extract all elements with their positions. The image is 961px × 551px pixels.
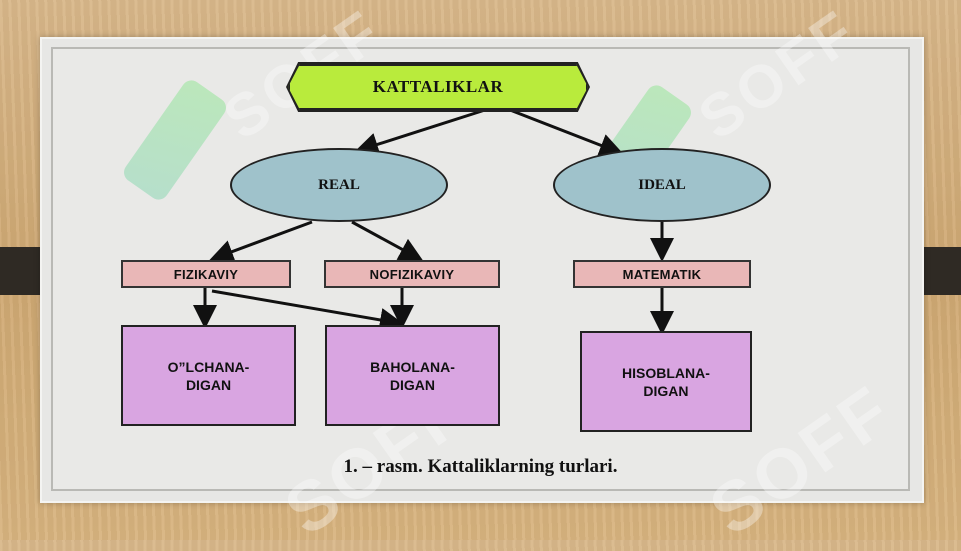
node-real: REAL — [230, 148, 448, 222]
node-fizikaviy: FIZIKAVIY — [121, 260, 291, 288]
node-ideal: IDEAL — [553, 148, 771, 222]
arrow-root-ideal — [509, 108, 624, 157]
arrow-real-fizikaviy — [209, 220, 313, 263]
arrow-fizikaviy-baholanadigan — [211, 289, 404, 332]
arrow-root-real — [354, 108, 486, 156]
node-matematik: MATEMATIK — [573, 260, 751, 288]
root-node-kattaliklar: KATTALIKLAR — [288, 64, 588, 110]
arrow-real-nofizikaviy — [351, 220, 424, 261]
node-hisoblanadigan: HISOBLANA- DIGAN — [580, 331, 752, 432]
node-olchanadigan: O”LCHANA- DIGAN — [121, 325, 296, 426]
node-baholanadigan: BAHOLANA- DIGAN — [325, 325, 500, 426]
node-nofizikaviy: NOFIZIKAVIY — [324, 260, 500, 288]
figure-caption: 1. – rasm. Kattaliklarning turlari. — [343, 456, 618, 477]
